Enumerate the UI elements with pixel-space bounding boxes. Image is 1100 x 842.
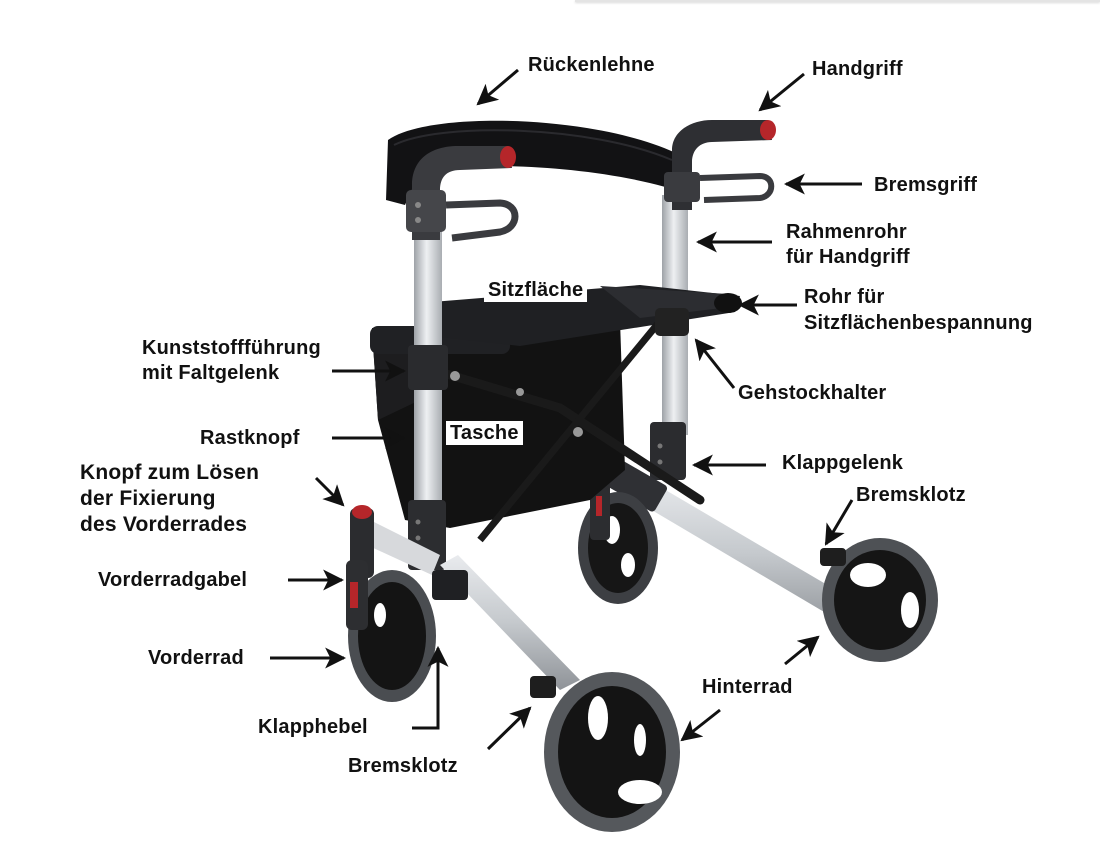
arrow-gehstockhalter xyxy=(694,338,736,389)
label-tasche: Tasche xyxy=(446,421,523,445)
cross-bars xyxy=(435,312,705,543)
label-klapphebel: Klapphebel xyxy=(258,716,368,738)
arrow-hinterrad-near xyxy=(680,708,721,742)
cane-holder xyxy=(655,308,689,336)
arrow-bremsklotz-hinten xyxy=(824,499,854,546)
label-bremsklotz-hinten: Bremsklotz xyxy=(856,484,966,506)
label-vorderradgabel: Vorderradgabel xyxy=(98,569,248,591)
label-bremsklotz-vorne: Bremsklotz xyxy=(348,755,458,777)
left-frame xyxy=(350,146,580,690)
arrow-rueckenlehne xyxy=(476,68,519,106)
label-gehstockhalter: Gehstockhalter xyxy=(738,382,887,404)
label-klappgelenk: Klappgelenk xyxy=(782,452,904,474)
arrow-bremsklotz-vorne xyxy=(486,706,532,751)
backrest xyxy=(386,120,690,205)
label-rahmenrohr: Rahmenrohr für Handgriff xyxy=(786,221,910,268)
label-hinterrad: Hinterrad xyxy=(702,676,793,698)
arrow-hinterrad-right xyxy=(784,635,820,666)
label-handgriff: Handgriff xyxy=(812,58,903,80)
handle-right xyxy=(664,120,776,210)
front-wheel-near xyxy=(346,560,436,702)
label-rastknopf: Rastknopf xyxy=(200,427,300,449)
label-rueckenlehne: Rückenlehne xyxy=(528,54,655,76)
arrow-klapphebel xyxy=(412,645,449,730)
callout-arrows xyxy=(270,68,862,751)
arrow-knopf xyxy=(314,476,345,507)
label-sitzflaeche: Sitzfläche xyxy=(484,278,588,302)
label-bremsgriff: Bremsgriff xyxy=(874,174,978,196)
rear-wheel-right xyxy=(820,538,938,662)
label-kunststofffuehrung: Kunststoffführung mit Faltgelenk xyxy=(142,337,321,384)
label-knopf-fixierung-vorderrad: Knopf zum Lösen der Fixierung des Vorder… xyxy=(80,461,260,536)
label-rohr-sitzflaechenbespannung: Rohr für Sitzflächenbespannung xyxy=(804,286,1033,334)
arrow-handgriff xyxy=(758,72,805,112)
label-vorderrad: Vorderrad xyxy=(148,647,244,669)
rear-wheel-near xyxy=(530,672,680,832)
top-edge-bar xyxy=(575,0,1100,2)
